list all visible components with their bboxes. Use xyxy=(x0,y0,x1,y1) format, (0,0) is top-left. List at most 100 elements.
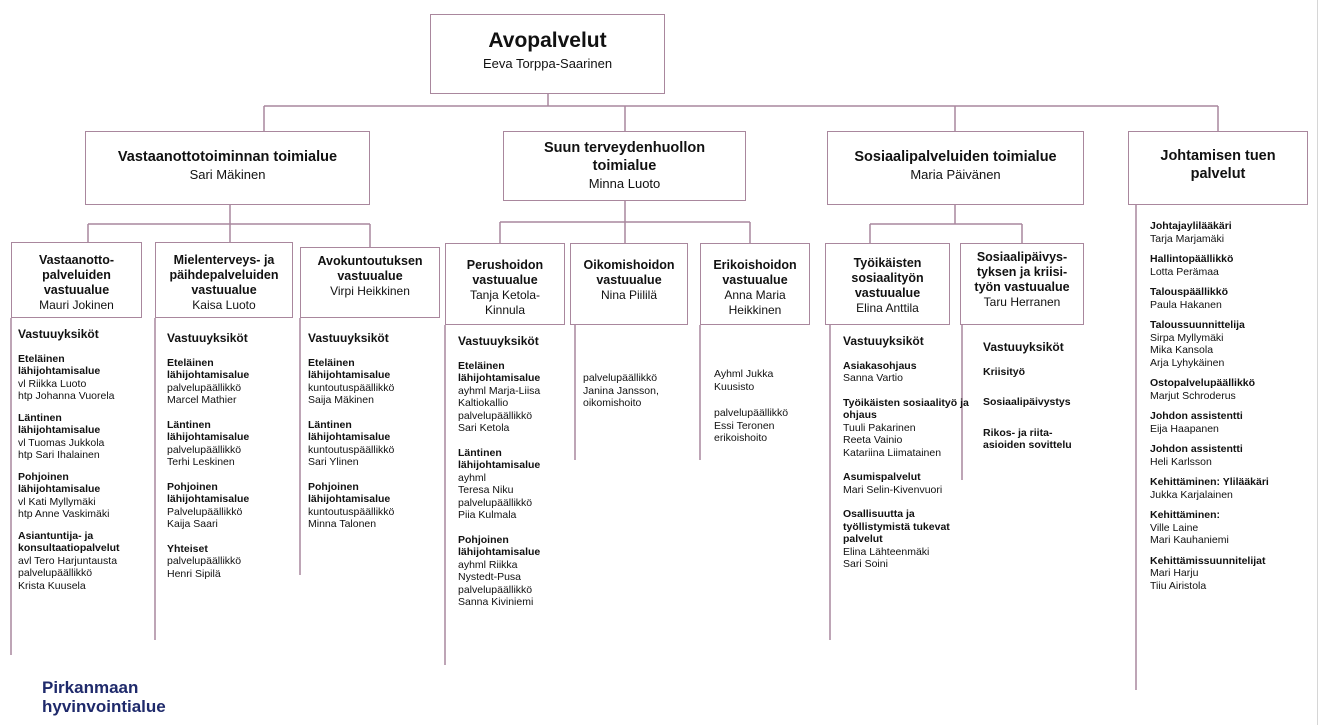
unit-title: Oikomishoidon vastuualue xyxy=(583,258,675,287)
responsibility-unit-person: Nystedt-Pusa xyxy=(458,571,522,583)
responsibility-unit-title: Eteläinen lähijohtamisalue xyxy=(458,359,541,385)
responsibility-unit-person: erikoishoito xyxy=(714,432,768,444)
responsibility-unit-title: Läntinen lähijohtamisalue xyxy=(458,446,541,472)
division-box-sosiaali: Sosiaalipalveluiden toimialue Maria Päiv… xyxy=(827,131,1084,205)
unit-title: Erikoishoidon vastuualue xyxy=(713,258,797,287)
responsibility-unit-title: Osallisuutta ja työllistymistä tukevat p… xyxy=(843,508,950,545)
responsibility-unit-person: ayhml Marja-Liisa xyxy=(458,384,541,397)
responsibility-unit-person: Katariina Liimatainen xyxy=(843,446,942,459)
column-header: Vastuuyksiköt xyxy=(458,334,539,348)
responsibility-unit-person: vl Riikka Luoto xyxy=(18,377,87,390)
responsibility-unit-title: Taloussuunnittelija xyxy=(1150,319,1245,331)
unit-name: Taru Herranen xyxy=(983,295,1061,309)
responsibility-unit-title: Läntinen lähijohtamisalue xyxy=(18,411,101,437)
responsibility-unit-title: Asiakasohjaus xyxy=(843,359,917,372)
responsibility-unit-person: Minna Talonen xyxy=(308,518,377,530)
responsibility-unit-person: Tiiu Airistola xyxy=(1150,579,1207,592)
responsibility-unit-person: palvelupäällikkö xyxy=(167,381,242,394)
responsibility-unit-person: Elina Lähteenmäki xyxy=(843,545,930,558)
unit-box-mielenterveys: Mielenterveys- ja päihdepalveluiden vast… xyxy=(155,242,293,318)
responsibility-unit-title: Eteläinen lähijohtamisalue xyxy=(167,356,250,382)
division-name: Minna Luoto xyxy=(588,176,661,191)
responsibility-unit-person: kuntoutuspäällikkö xyxy=(308,505,395,518)
responsibility-unit-person: Sari Soini xyxy=(843,558,888,570)
responsibility-unit-person: Heli Karlsson xyxy=(1150,455,1212,468)
responsibility-unit-title: Kehittäminen: xyxy=(1150,509,1221,521)
responsibility-unit-person: Teresa Niku xyxy=(458,484,514,496)
responsibility-unit-person: palvelupäällikkö xyxy=(458,409,533,422)
responsibility-unit-person: htp Anne Vaskimäki xyxy=(18,508,110,520)
responsibility-unit-title: Yhteiset xyxy=(167,542,208,555)
org-root-title: Avopalvelut xyxy=(488,29,607,52)
responsibility-unit-person: Krista Kuusela xyxy=(18,579,86,592)
page-edge-line xyxy=(1317,0,1318,725)
org-root-name: Eeva Torppa-Saarinen xyxy=(482,56,613,71)
responsibility-unit-person: Tarja Marjamäki xyxy=(1150,232,1225,245)
unit-name: Virpi Heikkinen xyxy=(330,284,410,298)
responsibility-unit-title: Asiantuntija- ja konsultaatiopalvelut xyxy=(18,529,120,555)
responsibility-unit-person: palvelupäällikkö xyxy=(458,583,533,596)
unit-name: Nina Piililä xyxy=(600,288,658,302)
responsibility-unit-title: Pohjoinen lähijohtamisalue xyxy=(308,480,391,506)
responsibility-unit-person: Terhi Leskinen xyxy=(167,456,235,468)
column-header: Vastuuyksiköt xyxy=(308,331,389,345)
responsibility-unit-person: htp Sari Ihalainen xyxy=(18,449,100,461)
responsibility-unit-person: Arja Lyhykäinen xyxy=(1150,356,1225,369)
responsibility-unit-person: palvelupäällikkö xyxy=(714,407,789,419)
responsibility-unit-person: Piia Kulmala xyxy=(458,509,517,521)
responsibility-unit-person: Palvelupäällikkö xyxy=(167,505,243,518)
responsibility-unit-person: Mika Kansola xyxy=(1150,344,1214,356)
division-name: Sari Mäkinen xyxy=(189,167,266,182)
responsibility-unit-title: Kehittämissuunnitelijat xyxy=(1150,554,1266,567)
responsibility-unit-person: Tuuli Pakarinen xyxy=(843,421,916,434)
responsibility-unit-title: Eteläinen lähijohtamisalue xyxy=(308,356,391,382)
responsibility-unit-person: Paula Hakanen xyxy=(1150,298,1222,311)
responsibility-unit-person: Lotta Perämaa xyxy=(1150,265,1219,278)
responsibility-unit: Osallisuutta ja työllistymistä tukevat p… xyxy=(843,508,973,571)
responsibility-unit: Kriisityö xyxy=(983,366,1093,379)
unit-box-sosiaalipaivystys: Sosiaalipäivys-tyksen ja kriisi-työn vas… xyxy=(960,243,1084,325)
responsibility-unit-title: Johtajaylilääkäri xyxy=(1150,220,1232,232)
unit-title: Mielenterveys- ja päihdepalveluiden vast… xyxy=(169,253,279,297)
unit-box-perushoito: Perushoidon vastuualue Tanja Ketola-Kinn… xyxy=(445,243,565,325)
responsibility-unit-title: Asumispalvelut xyxy=(843,471,921,483)
division-title: Sosiaalipalveluiden toimialue xyxy=(854,149,1057,165)
responsibility-unit-person: Sari Ylinen xyxy=(308,456,359,468)
responsibility-unit-title: Johdon assistentti xyxy=(1150,410,1243,422)
logo-line-2: hyvinvointialue xyxy=(42,697,166,716)
responsibility-unit-person: Mari Harju xyxy=(1150,567,1199,579)
responsibility-unit-person: Sanna Vartio xyxy=(843,372,903,384)
responsibility-unit-person: Marcel Mathier xyxy=(167,394,237,406)
responsibility-unit-title: Sosiaalipäivystys xyxy=(983,396,1071,408)
unit-name: Elina Anttila xyxy=(856,301,919,315)
responsibility-unit-person: kuntoutuspäällikkö xyxy=(308,443,395,456)
responsibility-unit-person: oikomishoito xyxy=(583,397,642,409)
unit-box-oikomishoito: Oikomishoidon vastuualue Nina Piililä xyxy=(570,243,688,325)
responsibility-unit-person: palvelupäällikkö xyxy=(458,496,533,509)
responsibility-unit-person: Mari Selin-Kivenvuori xyxy=(843,483,943,496)
responsibility-unit-person: Sirpa Myllymäki xyxy=(1150,331,1224,344)
unit-name: Tanja Ketola-Kinnula xyxy=(469,288,541,317)
responsibility-unit-title: Talouspäällikkö xyxy=(1150,286,1228,298)
